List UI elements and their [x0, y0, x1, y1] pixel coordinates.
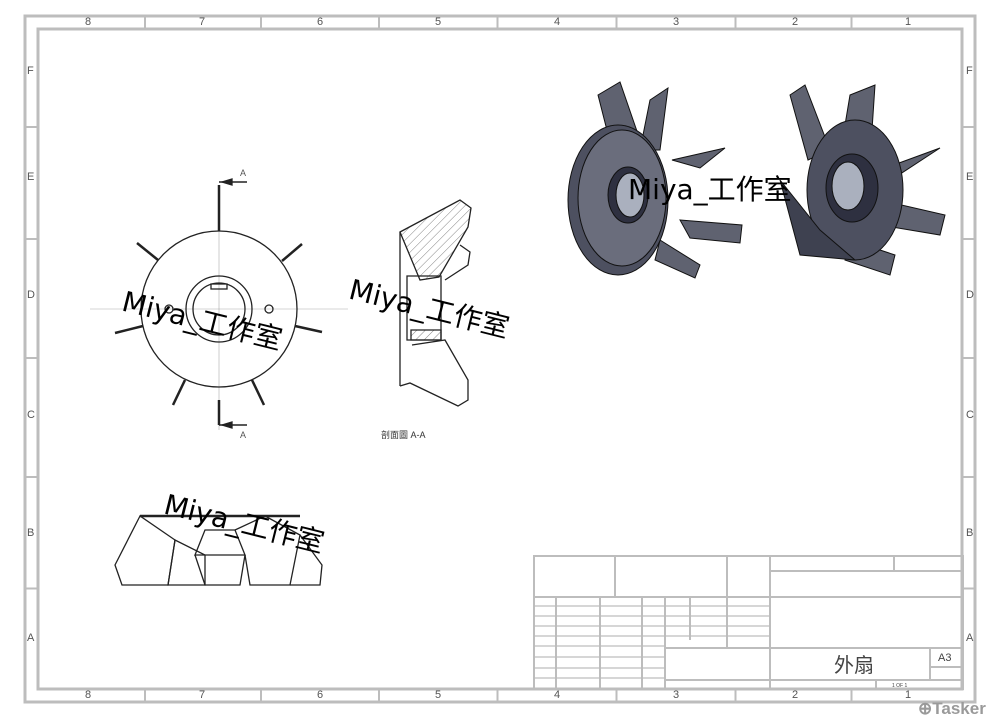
isometric-view-right	[779, 84, 946, 276]
zone-number: 6	[317, 16, 323, 28]
section-view	[399, 199, 472, 407]
zone-number: 7	[199, 16, 205, 28]
logo-icon: ⊕	[918, 699, 933, 718]
zone-number: 7	[199, 689, 205, 701]
zone-letter: D	[27, 289, 35, 301]
outer-border	[23, 14, 977, 704]
zone-number: 2	[792, 16, 798, 28]
zone-letter: E	[966, 171, 973, 183]
zone-number: 4	[554, 16, 560, 28]
zone-number: 4	[554, 689, 560, 701]
section-marker-bottom: A	[240, 430, 246, 440]
part-name: 外扇	[834, 654, 874, 677]
zone-number: 8	[85, 689, 91, 701]
zone-number: 3	[673, 689, 679, 701]
zone-number: 2	[792, 689, 798, 701]
zone-number: 1	[905, 689, 911, 701]
inner-frame	[36, 27, 964, 691]
zone-letter: E	[27, 171, 34, 183]
zone-number: 5	[435, 689, 441, 701]
zone-number: 5	[435, 16, 441, 28]
zone-letter: C	[966, 409, 974, 421]
zone-letter: A	[966, 632, 974, 644]
zone-number: 1	[905, 16, 911, 28]
zone-number: 3	[673, 16, 679, 28]
section-caption: 剖面圖 A-A	[381, 429, 426, 440]
sheet-count: 1 OF 1	[892, 683, 908, 689]
section-marker-top: A	[240, 168, 246, 178]
zone-letter: B	[966, 527, 973, 539]
watermark: Miya_工作室	[628, 173, 792, 206]
zone-letter: D	[966, 289, 974, 301]
zone-number: 6	[317, 689, 323, 701]
zone-letter: A	[27, 632, 35, 644]
title-block	[533, 555, 964, 690]
tasker-logo: ⊕Tasker	[918, 700, 986, 717]
zone-letter: C	[27, 409, 35, 421]
zone-letter: F	[27, 65, 34, 77]
zone-letter: B	[27, 527, 34, 539]
sheet-size: A3	[938, 652, 951, 664]
zone-number: 8	[85, 16, 91, 28]
bottom-view	[114, 514, 323, 586]
front-view	[90, 178, 348, 430]
zone-letter: F	[966, 65, 973, 77]
isometric-view-left	[567, 81, 743, 279]
logo-text: Tasker	[932, 699, 986, 718]
